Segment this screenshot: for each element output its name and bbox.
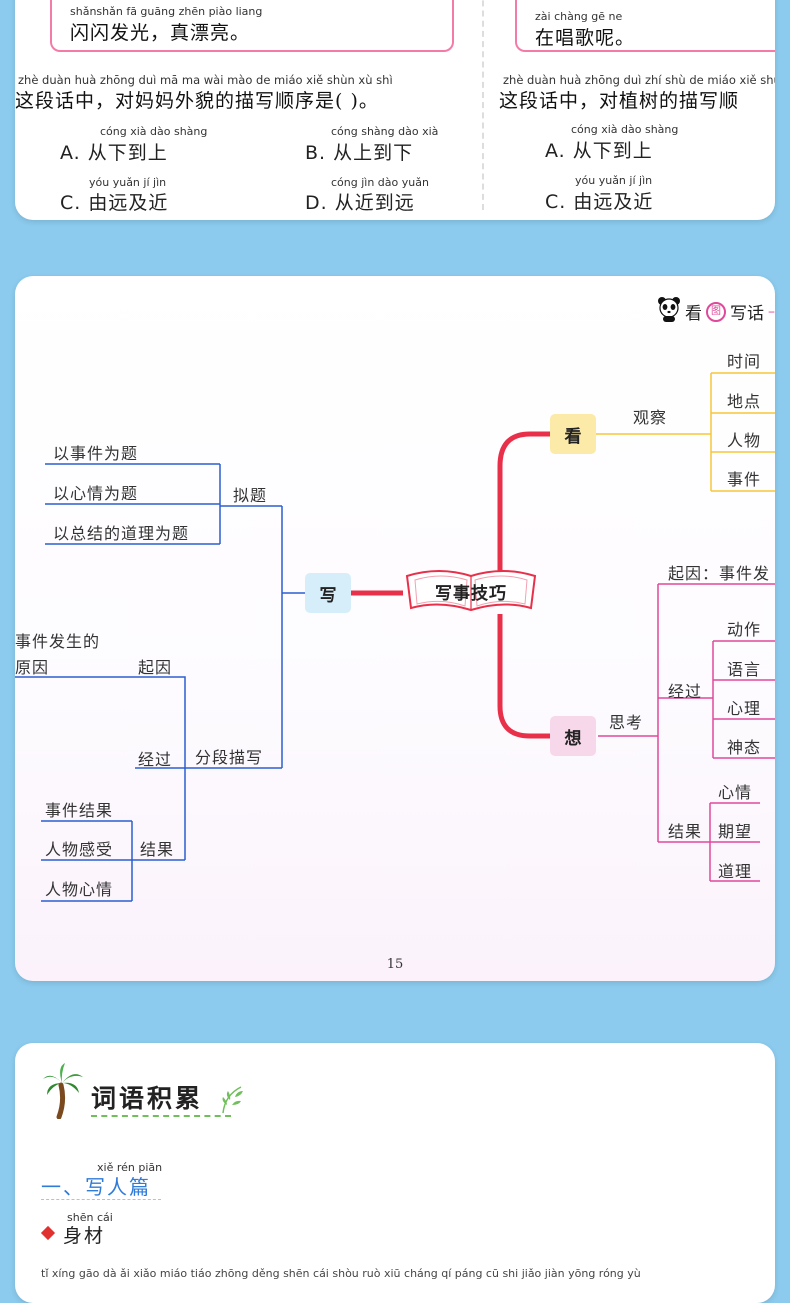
option-letter: C.: [545, 191, 567, 213]
section-header-tag: 看 图 写话 –: [657, 296, 775, 327]
column-divider: [482, 0, 484, 210]
look-item: 地点: [727, 392, 762, 411]
process-item: 动作: [727, 620, 762, 639]
process-item: 心理: [727, 699, 762, 718]
option-c-right[interactable]: C. 由远及近: [545, 187, 653, 214]
bottom-pinyin-row: tǐ xíng gāo dà ǎi xiǎo miáo tiáo zhōng d…: [41, 1267, 641, 1280]
cause-desc: 事件发生的: [15, 632, 101, 651]
cause-label: 起因: [138, 658, 173, 677]
pinyin-line: shǎnshǎn fā guāng zhēn piào liang: [70, 5, 263, 18]
option-letter: A.: [60, 142, 81, 164]
process-label: 经过: [138, 750, 173, 769]
result-item: 人物心情: [45, 880, 114, 899]
answer-box-left: [50, 0, 454, 52]
option-pinyin: cóng jìn dào yuǎn: [331, 176, 429, 189]
center-book-node: 写事技巧: [403, 566, 539, 616]
leaf-icon: [219, 1085, 245, 1119]
sub-heading: 身材: [63, 1225, 106, 1247]
header-dash: –: [768, 303, 775, 320]
box-text: 闪闪发光，真漂亮。: [70, 22, 251, 44]
result-item: 心情: [718, 783, 753, 802]
vocabulary-card: 词语积累 xiě rén piān 一、写人篇 shēn cái 身材 tǐ x…: [15, 1043, 775, 1303]
option-c[interactable]: C. 由远及近: [60, 188, 168, 215]
option-letter: C.: [60, 192, 82, 214]
look-item: 事件: [727, 470, 762, 489]
option-letter: B.: [305, 142, 327, 164]
section-underline: [41, 1199, 161, 1200]
option-d[interactable]: D. 从近到远: [305, 188, 415, 215]
option-pinyin: cóng shàng dào xià: [331, 125, 439, 138]
header-text: 写话: [730, 304, 764, 324]
title-underline: [91, 1115, 231, 1117]
option-text: 从上到下: [333, 142, 414, 164]
vocabulary-title: 词语积累: [91, 1084, 204, 1113]
option-pinyin: yóu yuǎn jí jìn: [575, 174, 653, 187]
section-pinyin: xiě rén piān: [97, 1161, 163, 1174]
mind-map-lines: [15, 372, 775, 902]
box-text: 在唱歌呢。: [535, 27, 636, 49]
result-item: 事件结果: [45, 801, 114, 820]
diamond-bullet-icon: [40, 1225, 56, 1241]
option-text: 由远及近: [573, 191, 654, 213]
write-para-label: 分段描写: [195, 748, 264, 767]
option-pinyin: yóu yuǎn jí jìn: [89, 176, 167, 189]
answer-box-right: [515, 0, 775, 52]
header-circle-char: 图: [706, 301, 726, 322]
exercise-card-top: shǎnshǎn fā guāng zhēn piào liang 闪闪发光，真…: [15, 0, 775, 220]
option-pinyin: cóng xià dào shàng: [571, 123, 679, 136]
cause-desc: 原因: [15, 658, 50, 677]
pinyin-line: zài chàng gē ne: [535, 10, 623, 23]
option-a[interactable]: A. 从下到上: [60, 138, 168, 165]
edge-label-observe: 观察: [633, 408, 668, 427]
title-item: 以总结的道理为题: [53, 524, 190, 543]
think-cause: 起因：事件发: [668, 564, 771, 583]
option-text: 由远及近: [88, 192, 169, 214]
palm-tree-icon: [43, 1063, 83, 1123]
page-number: 15: [386, 957, 404, 972]
option-letter: D.: [305, 192, 328, 214]
look-item: 人物: [727, 431, 762, 450]
node-look: 看: [550, 414, 596, 454]
think-process: 经过: [668, 682, 703, 701]
option-a-right[interactable]: A. 从下到上: [545, 136, 653, 163]
question-text: 这段话中，对妈妈外貌的描写顺序是( )。: [15, 90, 379, 112]
look-item: 时间: [727, 352, 762, 371]
option-letter: A.: [545, 140, 566, 162]
node-write: 写: [305, 573, 351, 613]
result-item: 道理: [718, 862, 753, 881]
option-text: 从近到远: [334, 192, 415, 214]
process-item: 神态: [727, 738, 762, 757]
section-heading: 一、写人篇: [41, 1175, 151, 1199]
process-item: 语言: [727, 660, 762, 679]
result-label: 结果: [140, 840, 175, 859]
option-text: 从下到上: [572, 140, 653, 162]
panda-icon: [657, 296, 681, 327]
sub-pinyin: shēn cái: [67, 1211, 113, 1224]
center-title: 写事技巧: [435, 584, 507, 604]
question-text: 这段话中，对植树的描写顺: [499, 90, 740, 112]
node-think: 想: [550, 716, 596, 756]
mind-map-card: 看 图 写话 –: [15, 276, 775, 981]
question-pinyin: zhè duàn huà zhōng duì mā ma wài mào de …: [18, 73, 393, 87]
option-text: 从下到上: [87, 142, 168, 164]
result-item: 人物感受: [45, 840, 114, 859]
title-item: 以心情为题: [53, 484, 139, 503]
question-pinyin: zhè duàn huà zhōng duì zhí shù de miáo x…: [503, 73, 775, 87]
result-item: 期望: [718, 822, 753, 841]
edge-label-think: 思考: [609, 713, 644, 732]
write-title-label: 拟题: [233, 486, 268, 505]
think-result: 结果: [668, 822, 703, 841]
title-item: 以事件为题: [53, 444, 139, 463]
header-char: 看: [685, 304, 702, 324]
option-b[interactable]: B. 从上到下: [305, 138, 413, 165]
option-pinyin: cóng xià dào shàng: [100, 125, 208, 138]
